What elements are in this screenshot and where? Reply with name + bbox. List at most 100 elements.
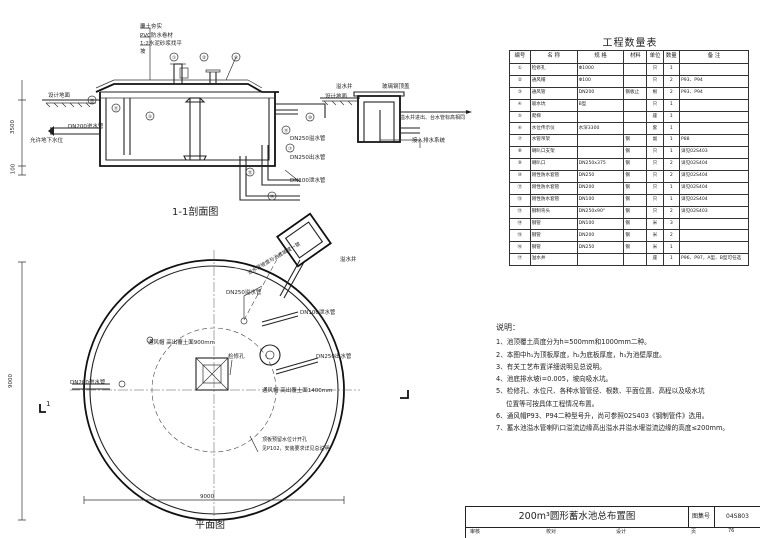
cell-col-unit: 米 [646,241,664,255]
cell-col-name: 钢管 [529,229,578,243]
cell-col-name: 溢水井 [529,253,578,267]
svg-text:②: ② [202,55,206,61]
cell-col-note: 详见02S403 [678,146,750,160]
cell-col-unit: 副 [646,134,664,148]
cell-col-note: 详见02S404 [678,170,750,183]
cell-col-qty: 1 [662,63,680,76]
cell-col-note: P96、P97，A型、B型可任选 [678,253,750,267]
cell-col-spec: Φ1000 [576,63,625,76]
cell-col-spec: Φ100 [576,74,625,88]
header-col-spec: 规 格 [576,50,625,64]
cell-col-spec: DN250x90° [576,205,625,219]
cell-col-unit: 只 [646,63,664,76]
cell-col-name: 刚性防水套管 [529,170,578,183]
cell-col-no: ② [509,74,531,88]
cell-col-note [678,110,750,124]
cell-col-no: ⑯ [509,241,531,255]
note-item: 位置等可按具体工程情况布置。 [506,399,599,408]
note-item: 6、通风帽P93、P94二种型号升，尚可参照02S403《钢制管件》选用。 [496,412,709,421]
cell-col-material: 钢 [623,229,648,243]
cell-col-name: 水位传示仪 [529,122,578,136]
plan-view [18,212,409,528]
cell-col-note [678,241,750,255]
cell-col-material [623,253,648,267]
cell-col-no: ④ [509,98,531,112]
cell-col-unit: 米 [646,217,664,231]
cell-col-unit: 座 [646,253,664,267]
cell-col-spec [576,146,625,160]
cell-col-note: P88 [678,134,750,148]
cell-col-material [623,98,648,112]
title-block-row2: 审核 校对 设计 页 76 [466,528,760,538]
cell-col-note [678,63,750,76]
cell-col-spec: DN100 [576,193,625,207]
tb-design: 设计 [616,529,627,535]
cell-col-no: ⑰ [509,253,531,267]
note-item: 2、本图中h₁为顶板厚度，h₂为底板厚度，h₃为池壁厚度。 [496,350,666,359]
cell-col-material [623,110,648,124]
cell-col-name: 喇叭口 [529,158,578,172]
cell-col-no: ⑤ [509,110,531,124]
cell-col-qty: 1 [662,98,680,112]
svg-text:⑯: ⑯ [90,97,95,104]
tb-check: 校对 [546,529,557,535]
atlas-label: 图集号 [688,507,715,528]
cell-col-note [678,229,750,243]
cell-col-qty: 1 [662,110,680,124]
note-item: 7、蓄水池溢水管喇叭口溢流边缘高出溢水井溢水堰溢流边缘的高度≤200mm。 [496,424,729,433]
cell-col-material: 钢 [623,170,648,183]
cell-col-qty: 1 [662,146,680,160]
cell-col-qty: 1 [662,241,680,255]
note-item: 1、池顶覆土高度分为h=500mm和1000mm二种。 [496,338,651,347]
cell-col-spec: DN100 [576,217,625,231]
cell-col-spec: DN200 [576,181,625,195]
note-item: 4、池底排水坡i=0.005，坡向吸水坑。 [496,375,613,384]
cell-col-unit: 只 [646,181,664,195]
cell-col-material: 钢 [623,134,648,148]
header-col-no: 编号 [509,50,531,64]
cell-col-no: ⑦ [509,134,531,148]
notes: 说明： 1、池顶覆土高度分为h=500mm和1000mm二种。 2、本图中h₁为… [496,322,758,435]
cell-col-spec [576,253,625,267]
cell-col-unit: 只 [646,74,664,88]
cell-col-name: 通风帽 [529,74,578,88]
cell-col-name: 刚性防水套管 [529,193,578,207]
svg-text:⑪: ⑪ [114,105,119,112]
atlas-number: 04S803 [715,507,760,528]
cell-col-spec: 水深3300 [576,122,625,136]
cell-col-spec: B型 [576,98,625,112]
cell-col-no: ① [509,63,531,76]
cell-col-material: 钢 [623,241,648,255]
svg-text:⑫: ⑫ [248,169,253,176]
cell-col-note [678,217,750,231]
cell-col-material: 钢 [623,193,648,207]
svg-text:⑩: ⑩ [308,115,312,121]
cell-col-spec: DN200 [576,229,625,243]
header-col-unit: 单位 [646,50,664,64]
cell-col-no: ⑩ [509,170,531,183]
cell-col-unit: 只 [646,205,664,219]
cell-col-spec: DN250 [576,170,625,183]
cell-col-unit: 座 [646,110,664,124]
cell-col-no: ⑬ [509,205,531,219]
cell-col-qty: 1 [662,193,680,207]
cell-col-unit: 米 [646,229,664,243]
header-col-qty: 数量 [662,50,680,64]
cell-col-qty: 2 [662,74,680,88]
cell-col-unit: 只 [646,170,664,183]
cell-col-unit: 套 [646,122,664,136]
cell-col-qty: 2 [662,170,680,183]
